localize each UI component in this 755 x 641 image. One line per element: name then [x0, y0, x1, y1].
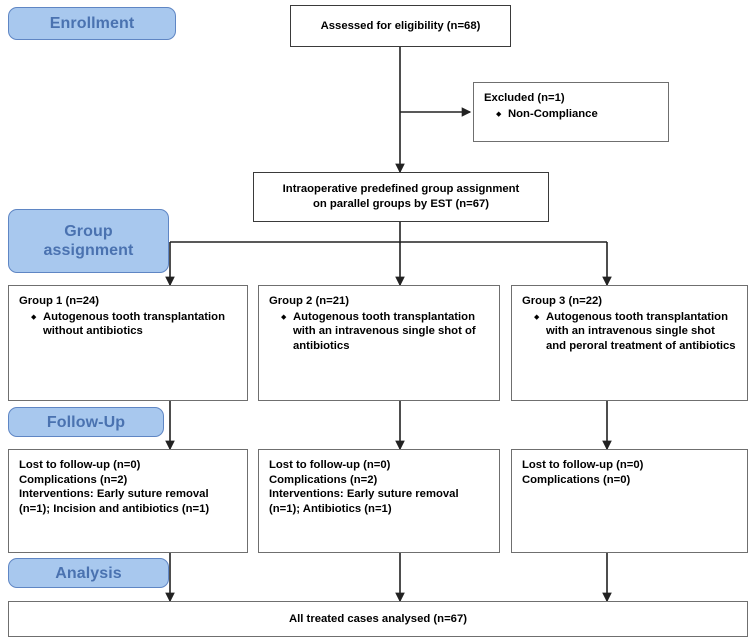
group-1-bullet-list: Autogenous tooth transplantation without…	[19, 310, 237, 339]
group-2-bullet-list: Autogenous tooth transplantation with an…	[269, 310, 489, 354]
allocation-line2: on parallel groups by EST (n=67)	[313, 197, 489, 212]
stage-label-enrollment-text: Enrollment	[49, 15, 135, 32]
stage-label-follow-up: Follow-Up	[8, 407, 164, 437]
stage-label-analysis: Analysis	[8, 558, 169, 588]
group-1-header: Group 1 (n=24)	[19, 295, 100, 307]
group-2-header: Group 2 (n=21)	[269, 295, 350, 307]
allocation-est-token: EST	[430, 198, 453, 210]
group-3-header: Group 3 (n=22)	[522, 295, 603, 307]
followup-1-line-3: Interventions: Early suture removal	[19, 488, 209, 501]
group-1-bullet-item: Autogenous tooth transplantation without…	[31, 310, 237, 339]
excluded-header: Excluded (n=1)	[484, 92, 565, 104]
allocation-line2-post: (n=67)	[452, 198, 490, 210]
followup-1-line-4: (n=1); Incision and antibiotics (n=1)	[19, 502, 210, 515]
stage-label-enrollment: Enrollment	[8, 7, 176, 40]
followup-3-line-2: Complications (n=0)	[522, 473, 631, 486]
excluded-bullet-list: Non-Compliance	[484, 107, 658, 122]
stage-label-group-assignment-line2: assignment	[43, 242, 134, 259]
group-2-bullet-item: Autogenous tooth transplantation with an…	[281, 310, 489, 354]
node-group-allocation: Intraoperative predefined group assignme…	[253, 172, 549, 222]
followup-1-line-1: Lost to follow-up (n=0)	[19, 459, 141, 471]
followup-2-line-4: (n=1); Antibiotics (n=1)	[269, 502, 392, 515]
analysis-text: All treated cases analysed (n=67)	[288, 612, 467, 625]
stage-label-analysis-text: Analysis	[55, 564, 122, 582]
group-3-bullet-item: Autogenous tooth transplantation with an…	[534, 310, 737, 354]
allocation-line2-pre: on parallel groups by	[312, 198, 431, 210]
node-followup-group-2: Lost to follow-up (n=0) Complications (n…	[258, 449, 500, 553]
allocation-line1: Intraoperative predefined group assignme…	[282, 183, 520, 196]
stage-label-group-assignment-line1: Group	[64, 223, 113, 240]
node-followup-group-1: Lost to follow-up (n=0) Complications (n…	[8, 449, 248, 553]
node-assessed-for-eligibility: Assessed for eligibility (n=68)	[290, 5, 511, 47]
followup-2-line-1: Lost to follow-up (n=0)	[269, 459, 391, 471]
excluded-bullet-item: Non-Compliance	[496, 107, 658, 122]
node-excluded: Excluded (n=1) Non-Compliance	[473, 82, 669, 142]
node-group-2: Group 2 (n=21) Autogenous tooth transpla…	[258, 285, 500, 401]
followup-1-line-2: Complications (n=2)	[19, 473, 128, 486]
node-followup-group-3: Lost to follow-up (n=0) Complications (n…	[511, 449, 748, 553]
node-group-1: Group 1 (n=24) Autogenous tooth transpla…	[8, 285, 248, 401]
followup-3-line-1: Lost to follow-up (n=0)	[522, 459, 644, 471]
node-group-3: Group 3 (n=22) Autogenous tooth transpla…	[511, 285, 748, 401]
assessed-text: Assessed for eligibility (n=68)	[320, 19, 481, 32]
followup-2-line-3: Interventions: Early suture removal	[269, 488, 459, 501]
node-analysis: All treated cases analysed (n=67)	[8, 601, 748, 637]
stage-label-follow-up-text: Follow-Up	[46, 413, 126, 431]
followup-2-line-2: Complications (n=2)	[269, 473, 378, 486]
stage-label-group-assignment: Group assignment	[8, 209, 169, 273]
group-3-bullet-list: Autogenous tooth transplantation with an…	[522, 310, 737, 354]
